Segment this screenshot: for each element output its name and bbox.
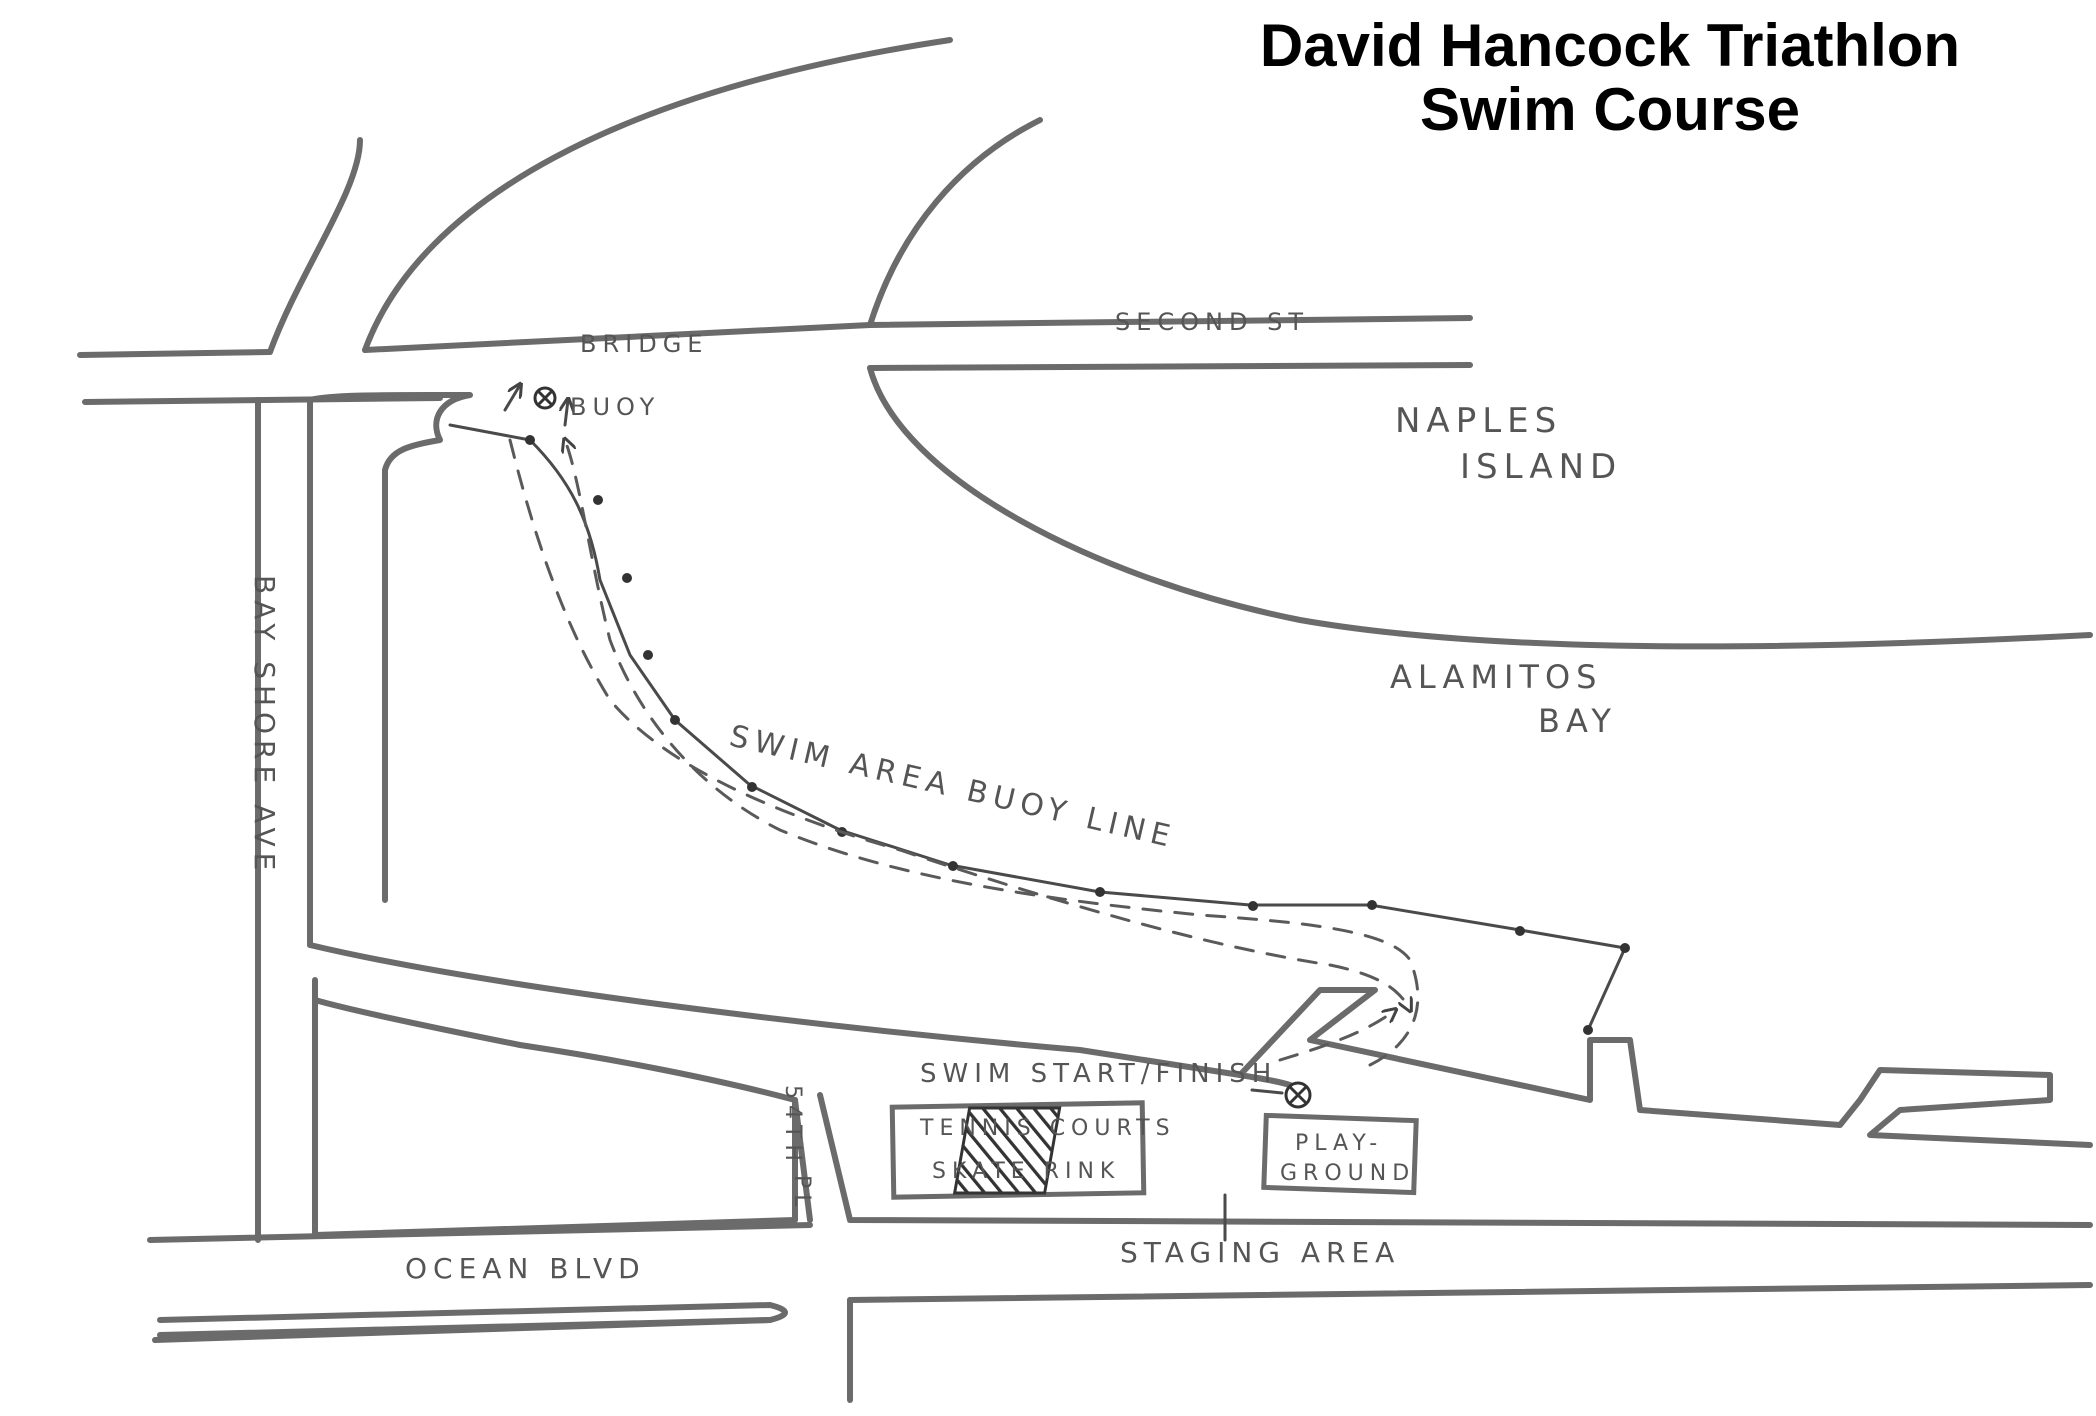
north-curve-road-2 xyxy=(867,117,1043,328)
buoy-dot-13 xyxy=(1620,943,1630,953)
bridge-label: BRIDGE xyxy=(580,330,708,358)
bridge-abutment xyxy=(307,391,473,903)
buoy-dot-14 xyxy=(1583,1025,1593,1035)
title-line-1: David Hancock Triathlon xyxy=(1259,12,1961,79)
map-title: David Hancock Triathlon Swim Course xyxy=(1180,14,2040,142)
buoy-dot-3 xyxy=(622,573,632,583)
buoy-dot-9 xyxy=(1095,887,1105,897)
route-start-finish xyxy=(1278,1010,1395,1062)
naples-island-label-2: ISLAND xyxy=(1460,447,1622,487)
route-outbound xyxy=(508,438,1410,1010)
tennis-courts-label: TENNIS COURTS xyxy=(919,1116,1176,1141)
buoy-line-path xyxy=(448,423,1627,1032)
north-curve-road-1 xyxy=(362,37,953,353)
alamitos-bay-label-2: BAY xyxy=(1538,702,1617,740)
ocean-blvd-label: OCEAN BLVD xyxy=(405,1252,646,1285)
park-shore xyxy=(307,942,1293,1088)
buoy-dot-2 xyxy=(593,495,603,505)
beach-shore xyxy=(1237,987,2093,1148)
buoy-dot-11 xyxy=(1367,900,1377,910)
buoy-dot-4 xyxy=(643,650,653,660)
skate-rink-label: SKATE RINK xyxy=(932,1159,1120,1184)
bottom-edge xyxy=(152,1317,773,1343)
buoy-dot-12 xyxy=(1515,926,1525,936)
title-line-2: Swim Course xyxy=(1419,76,1801,143)
swim-route xyxy=(508,438,1420,1067)
circled-x-icon xyxy=(1250,1081,1312,1109)
tennis-skate-block xyxy=(889,1100,1147,1200)
swim-area-buoy-line-label: SWIM AREA BUOY LINE xyxy=(726,719,1179,856)
alamitos-bay-label-1: ALAMITOS xyxy=(1390,658,1602,696)
54th-pl-label-1: 54TH xyxy=(780,1085,805,1167)
bay-shore-ave-label: BAY SHORE AVE xyxy=(248,575,281,876)
playground-label-2: GROUND xyxy=(1280,1161,1415,1186)
labels: BRIDGE SECOND ST BUOY NAPLES ISLAND ALAM… xyxy=(248,308,1622,1285)
swim-start-finish-label: SWIM START/FINISH xyxy=(920,1059,1277,1089)
route-return xyxy=(565,440,1420,1067)
naples-shoreline xyxy=(867,365,2093,650)
playground-block xyxy=(1261,1112,1419,1196)
bay-shore-west-edge xyxy=(255,137,363,1243)
buoy-dot-5 xyxy=(670,715,680,725)
buoy-dot-1 xyxy=(525,435,535,445)
arrow-icon xyxy=(503,385,568,427)
buoy-dot-8 xyxy=(948,861,958,871)
circled-x-icon xyxy=(533,386,557,410)
second-st-south-edge xyxy=(82,362,1473,405)
54th-pl-west xyxy=(792,1097,813,1223)
buoy-label: BUOY xyxy=(570,393,660,421)
staging-area-hatched xyxy=(952,1106,1062,1195)
ocean-blvd-north xyxy=(147,1222,813,1243)
buoy-line xyxy=(448,423,1630,1035)
second-st-label: SECOND ST xyxy=(1115,308,1309,336)
roads xyxy=(77,37,2093,1403)
buoy-dot-6 xyxy=(747,782,757,792)
playground-label-1: PLAY- xyxy=(1295,1131,1383,1156)
buoy-dot-10 xyxy=(1248,901,1258,911)
54th-pl-label-2: PL xyxy=(789,1175,814,1213)
staging-area-label: STAGING AREA xyxy=(1120,1236,1400,1269)
54th-pl-east xyxy=(817,1092,2093,1228)
naples-island-label-1: NAPLES xyxy=(1395,401,1562,441)
buildings xyxy=(889,1100,1419,1242)
park-lower-block xyxy=(312,977,798,1238)
